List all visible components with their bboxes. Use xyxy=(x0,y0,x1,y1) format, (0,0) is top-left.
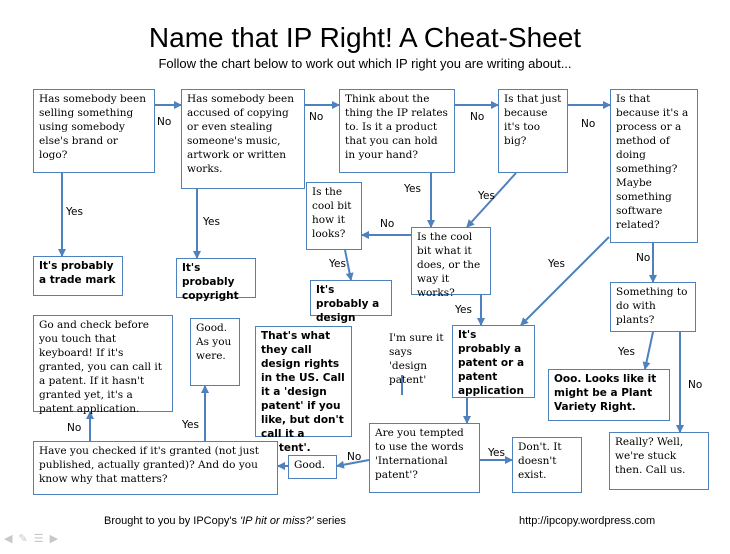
pen-icon[interactable]: ✎ xyxy=(18,533,34,545)
note-check-before-typing: Go and check before you touch that keybo… xyxy=(33,315,173,415)
label-no: No xyxy=(67,422,82,434)
question-how-it-looks: Is the cool bit how it looks? xyxy=(306,182,362,250)
question-international-patent: Are you tempted to use the words 'Intern… xyxy=(369,423,480,493)
answer-copyright: It's probably copyright xyxy=(176,258,256,302)
question-too-big: Is that just because it's too big? xyxy=(498,89,568,173)
label-no: No xyxy=(309,111,324,123)
arrow-b4-b7 xyxy=(466,172,517,228)
answer-good: Good. xyxy=(288,455,337,479)
footer-credit: Brought to you by IPCopy's 'IP hit or mi… xyxy=(104,515,346,527)
label-yes: Yes xyxy=(66,206,83,218)
menu-icon[interactable]: ☰ xyxy=(33,533,50,545)
footer-series: series xyxy=(316,515,346,527)
answer-plant-variety-right: Ooo. Looks like it might be a Plant Vari… xyxy=(548,369,670,421)
label-yes: Yes xyxy=(404,183,421,195)
footer-series-name: 'IP hit or miss?' xyxy=(240,515,314,527)
chart-subtitle: Follow the chart below to work out which… xyxy=(158,56,572,71)
label-yes: Yes xyxy=(478,190,495,202)
next-slide-icon[interactable]: ▶ xyxy=(49,533,65,545)
slide-controls[interactable]: ◀✎☰▶ xyxy=(4,532,64,545)
label-sure-design-patent: I'm sure it says 'design patent' xyxy=(389,332,444,386)
label-no: No xyxy=(380,218,395,230)
arrow-b11-b14 xyxy=(642,331,654,370)
label-yes: Yes xyxy=(329,258,346,270)
answer-doesnt-exist: Don't. It doesn't exist. xyxy=(512,437,582,493)
question-copying: Has somebody been accused of copying or … xyxy=(181,89,305,189)
footer-brought: Brought to you by IPCopy's xyxy=(104,515,237,527)
label-yes: Yes xyxy=(548,258,565,270)
arrow-b5-b13 xyxy=(520,236,610,326)
question-product: Think about the thing the IP relates to.… xyxy=(339,89,455,173)
footer-url: http://ipcopy.wordpress.com xyxy=(519,515,656,527)
label-yes: Yes xyxy=(488,447,505,459)
label-yes: Yes xyxy=(203,216,220,228)
label-no: No xyxy=(636,252,651,264)
label-no: No xyxy=(688,379,703,391)
answer-patent: It's probably a patent or a patent appli… xyxy=(452,325,535,398)
label-yes: Yes xyxy=(455,304,472,316)
arrow-b6-b10 xyxy=(344,249,354,281)
label-no: No xyxy=(347,451,362,463)
question-plants: Something to do with plants? xyxy=(610,282,696,332)
note-as-you-were: Good. As you were. xyxy=(190,318,240,386)
label-no: No xyxy=(581,118,596,130)
answer-call-us: Really? Well, we're stuck then. Call us. xyxy=(609,432,709,490)
label-yes: Yes xyxy=(182,419,199,431)
label-yes: Yes xyxy=(618,346,635,358)
arrow-b17-b21 xyxy=(336,459,370,469)
question-brand-logo: Has somebody been selling something usin… xyxy=(33,89,155,173)
question-what-it-does: Is the cool bit what it does, or the way… xyxy=(411,227,491,299)
question-process-method: Is that because it's a process or a meth… xyxy=(610,89,698,243)
answer-design-right: It's probably a design right xyxy=(310,280,392,338)
question-checked-granted: Have you checked if it's granted (not ju… xyxy=(33,441,278,495)
label-no: No xyxy=(157,116,172,128)
answer-design-patent-note: That's what they call design rights in t… xyxy=(255,326,352,454)
label-no: No xyxy=(470,111,485,123)
prev-slide-icon[interactable]: ◀ xyxy=(4,533,19,545)
chart-title: Name that IP Right! A Cheat-Sheet xyxy=(148,22,582,53)
answer-trade-mark: It's probably a trade mark xyxy=(33,256,123,296)
